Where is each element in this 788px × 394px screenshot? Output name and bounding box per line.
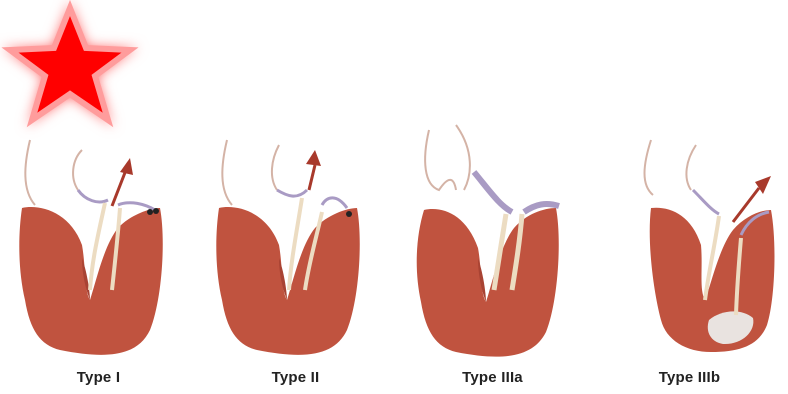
panel-type-1: Type I: [0, 0, 197, 394]
annulus-dot: [346, 211, 352, 217]
heart-illustration-type-3b: [591, 0, 788, 394]
panel-label: Type II: [197, 369, 394, 386]
arrow-icon: [112, 170, 126, 206]
panel-label: Type IIIa: [394, 369, 591, 386]
panel-type-3b: Type IIIb: [591, 0, 788, 394]
panel-label: Type IIIb: [591, 369, 788, 386]
arrow-icon: [309, 165, 315, 190]
tethered-leaflet: [693, 190, 719, 214]
panel-label: Type I: [0, 369, 197, 386]
myocardium: [417, 208, 559, 357]
annulus-dot: [153, 208, 159, 214]
heart-illustration-type-3a: [394, 0, 591, 394]
atrium-outline: [25, 140, 35, 205]
aorta-outline: [73, 150, 82, 190]
aorta-outline: [272, 145, 279, 190]
atrium-outline: [425, 130, 456, 190]
annulus-dot: [147, 209, 153, 215]
thickened-leaflet: [474, 172, 512, 212]
prolapsing-leaflet: [277, 190, 307, 196]
star-icon: [0, 0, 140, 130]
atrium-outline: [645, 140, 654, 195]
arrow-icon: [306, 150, 321, 166]
posterior-leaflet: [118, 203, 155, 210]
atrium-outline: [222, 140, 232, 205]
posterior-leaflet: [322, 198, 347, 208]
aorta-outline: [456, 125, 470, 190]
panel-type-2: Type II: [197, 0, 394, 394]
arrow-icon: [120, 158, 133, 175]
heart-illustration-type-2: [197, 0, 394, 394]
aorta-outline: [686, 145, 696, 190]
anterior-leaflet: [78, 190, 108, 202]
panel-type-3a: Type IIIa: [394, 0, 591, 394]
